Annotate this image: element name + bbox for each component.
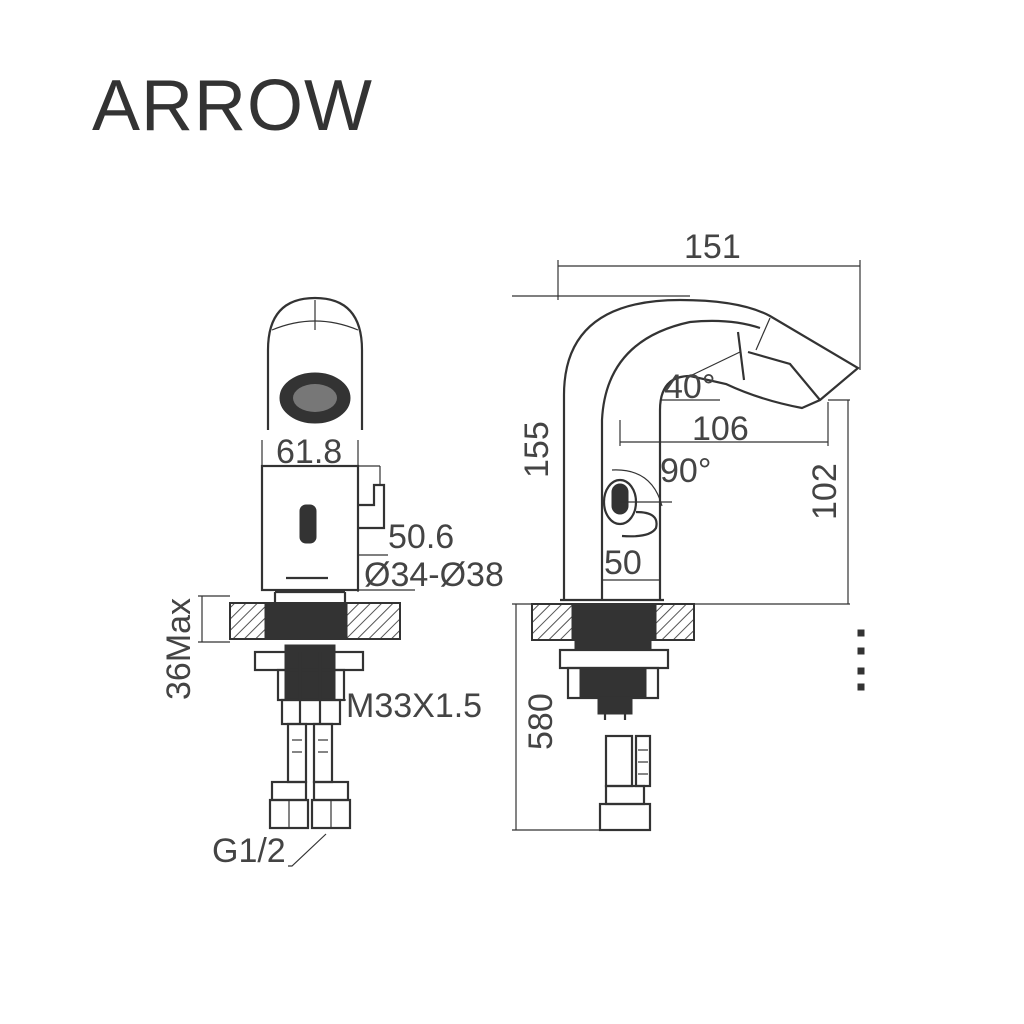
- front-connector-right: [312, 780, 350, 802]
- side-hose: [604, 734, 634, 788]
- side-mount-shank: [571, 603, 657, 641]
- dim-front-width: 61.8: [276, 433, 342, 471]
- cropped-fragment: [857, 629, 865, 691]
- dim-hose-length: 580: [522, 693, 560, 750]
- front-connector-left: [270, 780, 308, 802]
- side-connector: [598, 802, 652, 832]
- front-mount-shank: [264, 602, 348, 640]
- dim-base: 50: [604, 544, 642, 582]
- dim-spout-height: 102: [806, 463, 844, 520]
- front-hose-left: [286, 722, 308, 784]
- dim-hole-diameter: Ø34-Ø38: [364, 556, 504, 594]
- side-faucet-body: [562, 298, 860, 600]
- dim-thread: M33X1.5: [346, 687, 482, 725]
- side-sensor-cable: [634, 734, 652, 788]
- dim-overall-length: 151: [684, 228, 741, 266]
- dim-deck-max: 36Max: [160, 598, 198, 700]
- dim-handle-offset: 50.6: [388, 518, 454, 556]
- front-handle: [358, 483, 386, 530]
- sensor-window-icon: [299, 504, 317, 544]
- side-fixing-nut: [558, 648, 670, 670]
- front-spout-head: [266, 296, 364, 430]
- dim-connector: G1/2: [212, 832, 286, 870]
- front-view: 61.8 50.6 Ø34-Ø38 36Max: [160, 296, 504, 870]
- dim-height: 155: [518, 421, 556, 478]
- dim-handle-angle: 90°: [660, 452, 711, 490]
- dim-reach: 106: [692, 410, 749, 448]
- dim-spout-angle: 40°: [664, 368, 715, 406]
- product-title: ARROW: [92, 66, 373, 146]
- front-hose-right: [312, 722, 334, 784]
- side-view: 151 155 40° 106: [512, 228, 865, 832]
